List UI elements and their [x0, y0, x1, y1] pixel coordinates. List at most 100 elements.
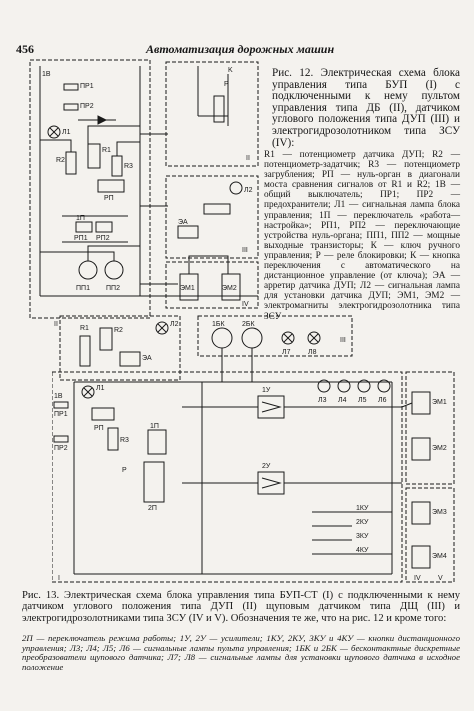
- lamp-l7: [281, 331, 295, 345]
- label-1v: 1В: [42, 71, 51, 78]
- sensor-resistor: [203, 203, 231, 215]
- label-em1: ЭМ1: [180, 285, 195, 292]
- label-r3: R3: [124, 163, 133, 170]
- block-2-panel: [165, 61, 259, 167]
- label-l7: Л7: [282, 349, 291, 356]
- coil-em1: [411, 391, 431, 415]
- resistor-r1: [87, 143, 101, 169]
- label-2u: 2У: [262, 463, 271, 470]
- resistor-r2: [65, 151, 77, 175]
- label-pr1: ПР1: [80, 83, 94, 90]
- relay-rp2: [95, 221, 113, 233]
- running-title: Автоматизация дорожных машин: [146, 42, 335, 56]
- page-number: 456: [16, 42, 34, 56]
- figure-13-legend: 2П — переключатель режима работы; 1У, 2У…: [22, 633, 460, 672]
- label-l5: Л5: [358, 397, 367, 404]
- label-r3: R3: [120, 437, 129, 444]
- label-1v: 1В: [54, 393, 63, 400]
- lamp-l4: [337, 379, 351, 393]
- panel-resistor: [213, 95, 225, 123]
- figure-12-caption: Рис. 12. Электрическая схема блока управ…: [272, 67, 460, 149]
- lamp-l8: [307, 331, 321, 345]
- label-roman-2: II: [54, 321, 58, 328]
- label-1bk: 1БК: [212, 321, 225, 328]
- label-l8: Л8: [308, 349, 317, 356]
- lamp-l2: [155, 321, 169, 335]
- fuse-pr1: [53, 401, 69, 409]
- label-l4: Л4: [338, 397, 347, 404]
- block-5-valve: [405, 487, 455, 583]
- lamp-l1: [47, 125, 61, 139]
- switch-2p: [143, 461, 165, 503]
- label-l1: Л1: [96, 385, 105, 392]
- label-em4: ЭМ4: [432, 553, 447, 560]
- label-r2: R2: [56, 157, 65, 164]
- label-roman-4: IV: [242, 301, 249, 308]
- coil-em2: [221, 273, 241, 301]
- label-rp1: РП1: [74, 235, 88, 242]
- resistor-r3: [111, 155, 123, 177]
- label-1p: 1П: [76, 215, 85, 222]
- switch-1p: [147, 429, 167, 455]
- block-1: [29, 59, 151, 319]
- label-l1: Л1: [62, 129, 71, 136]
- label-rp: РП: [104, 195, 114, 202]
- label-roman-5: V: [438, 575, 443, 582]
- lamp-l5: [357, 379, 371, 393]
- label-r1: R1: [80, 325, 89, 332]
- label-l2: Л2: [170, 321, 179, 328]
- label-em2: ЭМ2: [432, 445, 447, 452]
- fuse-pr2: [53, 435, 69, 443]
- figure-12-schematic: 1В ПР1 ПР2 Л1 R1 R2 R3 РП 1П РП1 РП2 ПП1…: [29, 59, 259, 319]
- label-rp: РП: [94, 425, 104, 432]
- fuse-pr1: [63, 83, 79, 91]
- label-roman-3: III: [242, 247, 248, 254]
- label-rp2: РП2: [96, 235, 110, 242]
- lamp-l3: [317, 379, 331, 393]
- figure-12-legend: R1 — потенциометр датчика ДУП; R2 — поте…: [264, 150, 460, 322]
- lamp-l2: [229, 181, 243, 195]
- label-em3: ЭМ3: [432, 509, 447, 516]
- resistor-rp: [91, 407, 115, 421]
- page-header: 456 Автоматизация дорожных машин: [16, 42, 456, 56]
- label-l2: Л2: [244, 187, 253, 194]
- block-1-unit: [52, 371, 403, 583]
- label-em2: ЭМ2: [222, 285, 237, 292]
- label-4ku: 4КУ: [356, 547, 369, 554]
- lamp-l1: [81, 385, 95, 399]
- label-r2: R2: [114, 327, 123, 334]
- resistor-r3: [107, 427, 119, 451]
- label-ea: ЭА: [178, 219, 188, 226]
- label-pr1: ПР1: [54, 411, 68, 418]
- label-pp2: ПП2: [106, 285, 120, 292]
- resistor-rp: [97, 179, 125, 193]
- label-1u: 1У: [262, 387, 271, 394]
- label-2bk: 2БК: [242, 321, 255, 328]
- coil-em4: [411, 545, 431, 569]
- label-l6: Л6: [378, 397, 387, 404]
- block-3-probe: [197, 315, 353, 357]
- figure-13-caption: Рис. 13. Электрическая схема блока управ…: [22, 590, 460, 624]
- fuse-pr2: [63, 103, 79, 111]
- coil-em3: [411, 501, 431, 525]
- label-ea: ЭА: [142, 355, 152, 362]
- label-2p: 2П: [148, 505, 157, 512]
- label-em1: ЭМ1: [432, 399, 447, 406]
- label-roman-1: I: [58, 575, 60, 582]
- label-k: K: [228, 67, 233, 74]
- label-pr2: ПР2: [80, 103, 94, 110]
- probe-2bk: [241, 327, 263, 349]
- resistor-r1: [79, 335, 91, 367]
- coil-em2: [411, 437, 431, 461]
- label-p: Р: [224, 81, 229, 88]
- resistor-r2: [99, 327, 113, 351]
- label-1p: 1П: [150, 423, 159, 430]
- label-pp1: ПП1: [76, 285, 90, 292]
- label-p: Р: [122, 467, 127, 474]
- block-4-valve: [405, 371, 455, 485]
- probe-1bk: [211, 327, 233, 349]
- transistor-pp2: [104, 260, 124, 280]
- label-2ku: 2КУ: [356, 519, 369, 526]
- label-pr2: ПР2: [54, 445, 68, 452]
- relay-ea: [119, 351, 141, 367]
